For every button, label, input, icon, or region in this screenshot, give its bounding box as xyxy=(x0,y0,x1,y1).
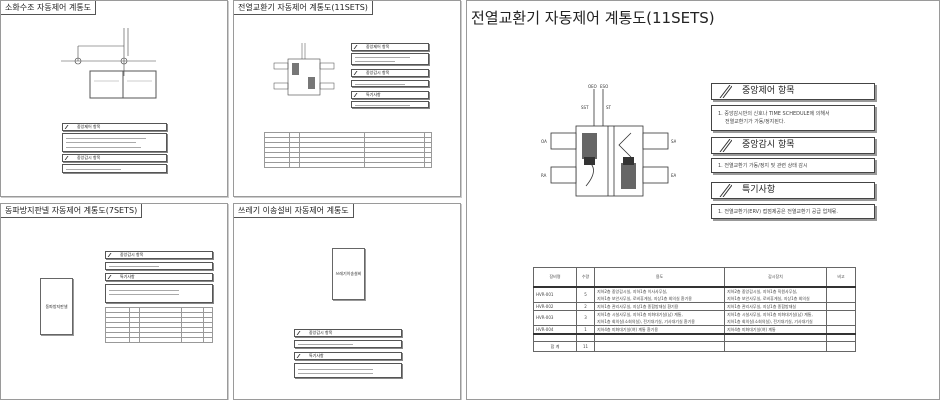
main-page: 전열교환기 자동제어 계통도(11SETS) OEO ESO SST ST OA… xyxy=(466,0,940,400)
section-header-central-monitoring: 중앙감시 항목 xyxy=(711,137,875,154)
column-header: 장비명 xyxy=(533,267,577,287)
erv-diagram: OEO ESO SST ST OA RA SA EA xyxy=(541,84,676,197)
column-header: 감시장치 xyxy=(724,267,827,287)
page-title: 쓰레기 이송설비 자동제어 계통도 xyxy=(234,204,354,218)
cell-qty: 1 xyxy=(576,324,595,334)
section-content xyxy=(294,363,402,378)
port-label: RA xyxy=(541,173,547,178)
section-header: 중앙감시 항목 xyxy=(294,329,402,337)
table-row: HVR-003 3 지하1층 시설사무실, 지하1층 미화대기실(남) 계통,지… xyxy=(533,309,856,326)
section-content: 1. 전열교환기(ERV) 접점제공은 전열교환기 공급 업체몫. xyxy=(711,204,875,219)
thumbnail-page-1[interactable]: 소화수조 자동제어 계통도 중앙제어 항목 중앙감시 항목 xyxy=(0,0,228,197)
erv-diagram xyxy=(273,43,335,96)
cell-monitor: 지하1층 시설사무실, 지하1층 미화대기실(남) 계통,지하1층 회의실(소회… xyxy=(724,309,827,326)
port-label: OA xyxy=(541,139,547,144)
equipment-table xyxy=(264,132,432,168)
cell-monitor: 지하4층 미화대기실(여) 계통 xyxy=(724,324,827,334)
cell-use: 지하1층 관리사무실, 지상1층 종합방재실 환기용 xyxy=(594,301,725,311)
cell-monitor: 지하2층 중앙감시실, 지하1층 직원사무실,지하1층 보안사무실, 로비휴게실… xyxy=(724,286,827,303)
section-header: 중앙제어 항목 xyxy=(62,123,167,131)
page-title: 전열교환기 자동제어 계통도(11SETS) xyxy=(234,1,373,15)
cell-name: HVR-001 xyxy=(533,286,577,303)
section-header: 특기사항 xyxy=(105,273,213,281)
section-content xyxy=(294,340,402,348)
table-row-total: 합 계 11 xyxy=(533,341,856,352)
total-label: 합 계 xyxy=(533,341,577,352)
equipment-label: 쓰레기이송설비 xyxy=(335,271,362,276)
table-row-empty xyxy=(533,333,856,342)
section-content xyxy=(62,133,167,152)
cell-use: 지하4층 미화대기실(여) 계통 환기용 xyxy=(594,324,725,334)
top-label: ESO xyxy=(600,84,608,89)
section-content xyxy=(351,101,429,108)
section-line: 1. 전열교환기(ERV) 접점제공은 전열교환기 공급 업체몫. xyxy=(718,209,838,215)
section-content xyxy=(351,53,429,65)
section-content: 1. 중앙감시반의 신호나 TIME SCHEDULE에 의해서 전열교환기가 … xyxy=(711,105,875,131)
column-header: 용도 xyxy=(594,267,725,287)
total-qty: 11 xyxy=(576,341,595,352)
column-header: 비고 xyxy=(826,267,856,287)
section-header: 중앙감시 항목 xyxy=(62,154,167,162)
cell-use: 지하2층 중앙감시실, 지하1층 이사사무실,지하1층 보안사무실, 로비휴게실… xyxy=(594,286,725,303)
table-header: 장비명 수량 용도 감시장치 비고 xyxy=(533,267,856,287)
section-title: 중앙감시 항목 xyxy=(742,140,795,150)
section-line: 1. 중앙감시반의 신호나 TIME SCHEDULE에 의해서 xyxy=(718,111,830,117)
section-header: 중앙제어 항목 xyxy=(351,43,429,51)
cell-name: HVR-004 xyxy=(533,324,577,334)
section-header: 중앙감시 항목 xyxy=(105,251,213,259)
equipment-table xyxy=(105,307,213,343)
thumbnail-page-2[interactable]: 전열교환기 자동제어 계통도(11SETS) 중앙제어 항목 중앙감시 항목 특… xyxy=(233,0,461,197)
section-line: 1. 전열교환기 가동/정지 및 관련 상태 감시 xyxy=(718,163,808,169)
table-row: HVR-002 2 지하1층 관리사무실, 지상1층 종합방재실 환기용 지하1… xyxy=(533,301,856,311)
port-label: SA xyxy=(671,139,676,144)
column-header: 수량 xyxy=(576,267,595,287)
section-header-central-control: 중앙제어 항목 xyxy=(711,83,875,100)
cell-name: HVR-002 xyxy=(533,301,577,311)
section-title: 중앙제어 항목 xyxy=(742,86,795,96)
water-tank-diagram xyxy=(61,28,157,99)
cell-use: 지하1층 시설사무실, 지하1층 미화대기실(남) 계통,지하1층 회의실(소회… xyxy=(594,309,725,326)
equipment-box: 쓰레기이송설비 xyxy=(332,248,365,300)
cell-qty: 2 xyxy=(576,301,595,311)
section-content: 1. 전열교환기 가동/정지 및 관련 상태 감시 xyxy=(711,158,875,173)
page-title: 소화수조 자동제어 계통도 xyxy=(1,1,97,15)
section-header: 특기사항 xyxy=(351,91,429,99)
page-title: 동파방지판넬 자동제어 계통도(7SETS) xyxy=(1,204,143,218)
double-slash-icon xyxy=(719,184,732,197)
section-content xyxy=(105,262,213,270)
section-content xyxy=(105,284,213,303)
cell-name: HVR-003 xyxy=(533,309,577,326)
section-title: 특기사항 xyxy=(742,185,776,195)
equipment-table: 장비명 수량 용도 감시장치 비고 HVR-001 5 지하2층 중앙감시실, … xyxy=(533,267,856,352)
table-row: HVR-004 1 지하4층 미화대기실(여) 계통 환기용 지하4층 미화대기… xyxy=(533,324,856,334)
signal-label: SST xyxy=(581,105,589,110)
cell-qty: 3 xyxy=(576,309,595,326)
section-content xyxy=(62,164,167,173)
section-content xyxy=(351,80,429,87)
page-title: 전열교환기 자동제어 계통도(11SETS) xyxy=(471,9,715,27)
cell-qty: 5 xyxy=(576,286,595,303)
top-label: OEO xyxy=(588,84,597,89)
equipment-label: 동파방지판넬 xyxy=(45,303,68,309)
section-header: 중앙감시 항목 xyxy=(351,69,429,77)
table-row: HVR-001 5 지하2층 중앙감시실, 지하1층 이사사무실,지하1층 보안… xyxy=(533,286,856,303)
cell-monitor: 지하1층 관리사무실, 지상1층 종합방재실 xyxy=(724,301,827,311)
section-line: 전열교환기가 가동/정지된다. xyxy=(725,119,786,125)
equipment-box: 동파방지판넬 xyxy=(40,278,73,335)
section-header: 특기사항 xyxy=(294,352,402,360)
port-label: EA xyxy=(671,173,676,178)
double-slash-icon xyxy=(719,139,732,152)
section-header-special-notes: 특기사항 xyxy=(711,182,875,199)
signal-label: ST xyxy=(606,105,612,110)
thumbnail-page-4[interactable]: 쓰레기 이송설비 자동제어 계통도 쓰레기이송설비 중앙감시 항목 특기사항 xyxy=(233,203,461,400)
thumbnail-page-3[interactable]: 동파방지판넬 자동제어 계통도(7SETS) 동파방지판넬 중앙감시 항목 특기… xyxy=(0,203,228,400)
double-slash-icon xyxy=(719,85,732,98)
